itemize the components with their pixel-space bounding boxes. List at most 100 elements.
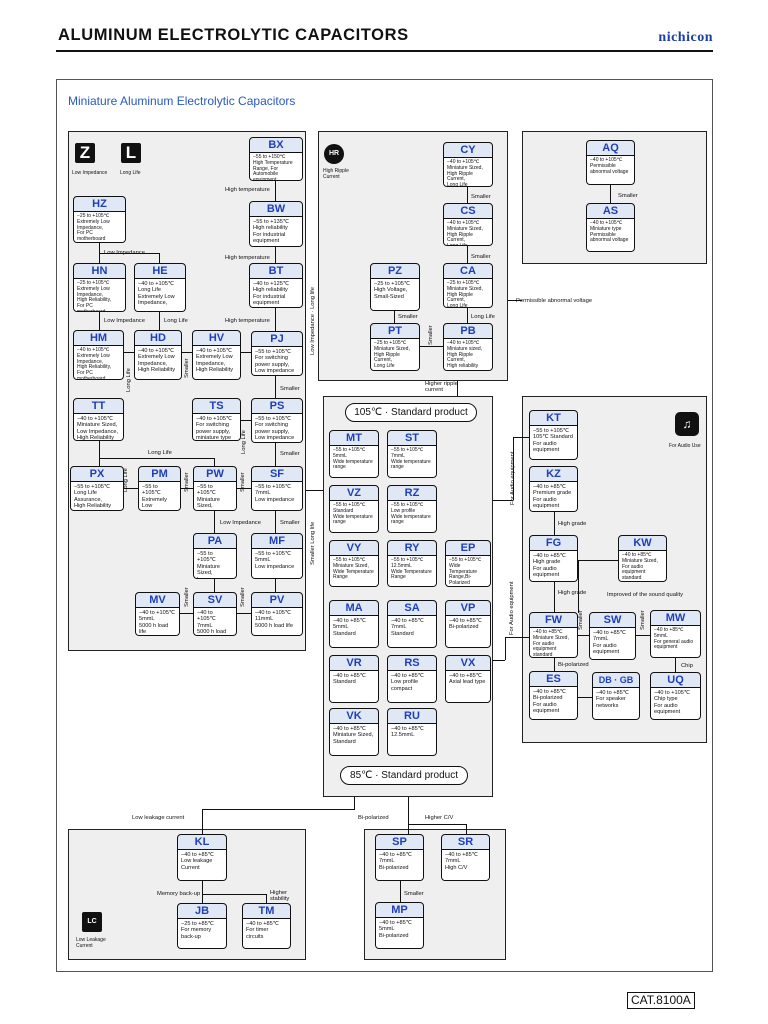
label-low-impedance: Low Impedance [220, 520, 261, 526]
connector [99, 440, 101, 467]
node-name: BX [268, 139, 284, 151]
connector [505, 637, 529, 639]
node-HD: HD−40 to +105℃ Extremely Low Impedance, … [134, 330, 182, 380]
connector [505, 637, 507, 660]
node-SW: SW−40 to +85℃ 7mmL For audio equipment [589, 612, 636, 660]
node-PW: PW−55 to +105℃ Miniature Sized, Low Impe… [193, 466, 237, 511]
node-desc: −40 to +105℃ 5mmL 5000 h load life [136, 607, 179, 635]
node-desc: −25 to +105℃ Extremely Low Impedance, Fo… [74, 211, 125, 242]
connector [457, 381, 459, 396]
node-VR: VR−40 to +85℃ Standard [329, 655, 379, 703]
node-name: PX [89, 468, 105, 480]
node-CA: CA−25 to +105℃ Miniature Sized, High Rip… [443, 263, 493, 308]
node-desc: −40 to +105℃ Extremely Low Impedance, Hi… [74, 345, 123, 379]
node-PX: PX−55 to +105℃ Long Life Assurance, High… [70, 466, 124, 511]
node-desc: −55 to +105℃ Miniature Sized, Low Impeda… [194, 548, 236, 578]
connector [237, 488, 251, 490]
connector [466, 824, 468, 835]
label-smaller: Smaller [240, 587, 246, 607]
node-FW: FW−40 to +85℃ Miniature Sized, For audio… [529, 612, 578, 658]
node-name: VR [346, 657, 362, 669]
node-desc: −40 to +105℃ Extremely Low Impedance, Hi… [193, 345, 240, 379]
node-desc: −40 to +85℃ 12.5mmL [388, 723, 436, 755]
node-name: KZ [546, 468, 561, 480]
node-name: DB · GB [598, 675, 634, 685]
label-for-audio: For Audio equipment [510, 451, 516, 506]
node-desc: −55 to +105℃ For switching power supply,… [252, 346, 302, 375]
node-desc: −55 to +105℃ Standard Wide temperature r… [330, 500, 378, 532]
node-HM: HM−40 to +105℃ Extremely Low Impedance, … [73, 330, 124, 380]
node-name: CA [460, 265, 476, 277]
node-name: EP [460, 542, 476, 554]
connector [467, 307, 469, 324]
label-smaller: Smaller [280, 386, 300, 392]
node-desc: −40 to +85℃ 5mmL For general audio equip… [651, 625, 700, 657]
node-desc: −55 to +105℃ 5mmL Wide temperature range [330, 445, 378, 477]
connector [99, 458, 214, 460]
connector [202, 880, 204, 894]
node-MT: MT−55 to +105℃ 5mmL Wide temperature ran… [329, 430, 379, 478]
node-VY: VY−55 to +105℃ Miniature Sized, Wide Tem… [329, 540, 379, 587]
label-low-impedance: Low Impedance [104, 250, 145, 256]
label-long-life: Long Life [241, 430, 247, 454]
label-smaller: Smaller [640, 610, 646, 630]
node-name: VZ [346, 487, 362, 499]
connector [99, 311, 101, 331]
connector [275, 246, 277, 264]
label-smaller-long-life: Smaller Long life [310, 521, 316, 565]
node-RU: RU−40 to +85℃ 12.5mmL [387, 708, 437, 756]
node-SA: SA−40 to +85℃ 7mmL Standard [387, 600, 437, 648]
node-UQ: UQ−40 to +105℃ Chip type For audio equip… [650, 672, 701, 720]
node-desc: −55 to +105℃ Miniature Sized, Wide Tempe… [330, 555, 378, 586]
node-desc: −55 to +105℃ 12.5mmL Wide Temperature Ra… [388, 555, 436, 586]
long-life-icon: L [121, 143, 141, 163]
node-TT: TT−40 to +105℃ Miniature Sized, Low Impe… [73, 398, 124, 441]
node-desc: −25 to +85℃ For memory back-up [178, 918, 226, 948]
node-desc: −25 to +105℃ Miniature Sized, High Rippl… [371, 338, 419, 370]
label-smaller: Smaller [471, 194, 491, 200]
node-VX: VX−40 to +85℃ Axial lead type [445, 655, 491, 703]
label-higher-stability: Higher stability [270, 890, 290, 902]
node-AS: AS−40 to +105℃ Miniature type Permissibl… [586, 203, 635, 252]
label-low-leakage: Low leakage current [132, 815, 185, 821]
node-HZ: HZ−25 to +105℃ Extremely Low Impedance, … [73, 196, 126, 243]
audio-icon-caption: For Audio Use [669, 443, 701, 449]
label-low-impedance-long-life: Low Impedance · Long life [310, 287, 316, 355]
node-desc: −40 to +85℃ For timer circuits [243, 918, 290, 948]
label-smaller: Smaller [240, 472, 246, 492]
audio-icon: ♫ [675, 412, 699, 436]
node-name: CY [460, 144, 476, 156]
node-desc: −40 to +85℃ 5mmL Standard [330, 615, 378, 647]
node-PM: PM−55 to +105℃ Extremely Low Impedance, … [138, 466, 181, 511]
connector [124, 488, 138, 490]
label-long-life: Long Life [148, 450, 172, 456]
label-permissible: Permissible abnormal voltage [516, 298, 593, 304]
node-KL: KL−40 to +85℃ Low leakage Current [177, 834, 227, 881]
node-name: PZ [387, 265, 403, 277]
connector [99, 253, 159, 255]
connector [182, 352, 192, 354]
label-memory-backup: Memory back-up [157, 891, 201, 897]
label-smaller: Smaller [184, 587, 190, 607]
node-name: ES [546, 673, 561, 685]
node-desc: −40 to +105℃ 11mmL 5000 h load life [252, 607, 302, 635]
node-name: MV [149, 594, 166, 606]
node-name: SV [207, 594, 223, 606]
connector [214, 578, 216, 593]
node-desc: −55 to +105℃ For switching power supply,… [252, 413, 302, 442]
label-high-grade: High grade [558, 521, 587, 527]
connector [467, 245, 469, 263]
label-long-life: Long Life [164, 318, 188, 324]
node-desc: −40 to +85℃ Miniature Sized, For audio e… [530, 627, 577, 657]
node-SV: SV−40 to +105℃ 7mmL 5000 h load life [193, 592, 237, 636]
node-name: VX [460, 657, 476, 669]
connector [275, 180, 277, 202]
node-name: MT [346, 432, 362, 444]
connector [202, 894, 204, 904]
node-name: CS [460, 205, 476, 217]
low-leakage-icon-caption: Low Leakage Current [76, 937, 106, 949]
node-name: KT [546, 412, 561, 424]
connector [554, 581, 556, 613]
label-low-impedance: Low Impedance [104, 318, 145, 324]
node-name: SP [392, 836, 407, 848]
